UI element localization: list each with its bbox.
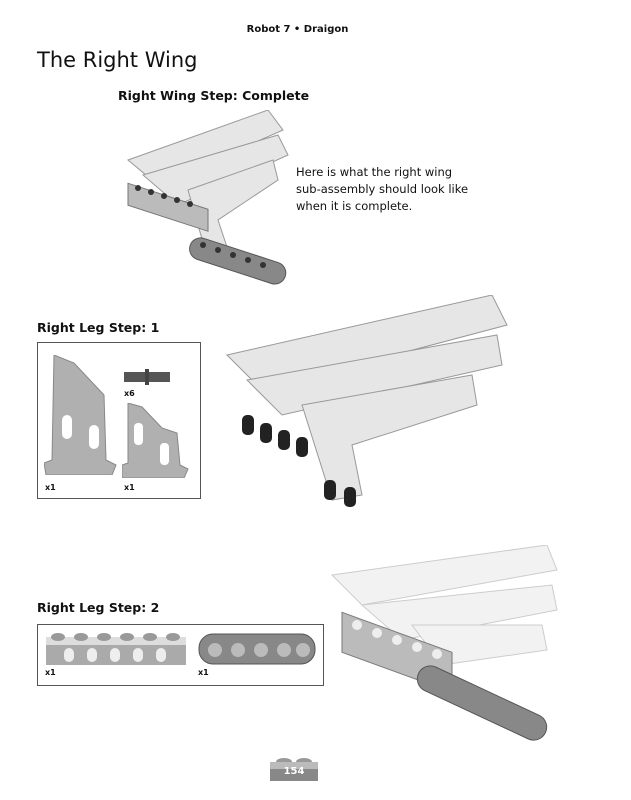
- page-number-badge: 154: [270, 757, 318, 781]
- step2-assembly-illustration: [330, 545, 558, 741]
- connector-pin-part: [124, 369, 170, 385]
- step2-parts-box: x1 x1: [37, 624, 324, 686]
- pin-qty: x6: [124, 389, 135, 398]
- step1-assembly-illustration: [226, 295, 508, 507]
- technic-beam-part: [198, 633, 316, 665]
- complete-step-heading: Right Wing Step: Complete: [118, 88, 310, 103]
- page-title: The Right Wing: [37, 48, 198, 72]
- technic-brick-part: [46, 633, 186, 665]
- tall-panel-qty: x1: [45, 483, 56, 492]
- tall-wing-panel-part: [44, 355, 117, 475]
- step2-heading: Right Leg Step: 2: [37, 600, 160, 615]
- brick-qty: x1: [45, 668, 56, 677]
- short-panel-qty: x1: [124, 483, 135, 492]
- beam-qty: x1: [198, 668, 209, 677]
- running-header: Robot 7 • Draigon: [246, 24, 349, 35]
- step1-parts-box: x1 x6 x1: [37, 342, 201, 499]
- complete-description: Here is what the right wing sub-assembly…: [296, 165, 469, 213]
- step1-heading: Right Leg Step: 1: [37, 320, 160, 335]
- page-number: 154: [283, 766, 305, 777]
- short-wing-panel-part: [122, 403, 189, 478]
- complete-wing-illustration: [127, 110, 289, 285]
